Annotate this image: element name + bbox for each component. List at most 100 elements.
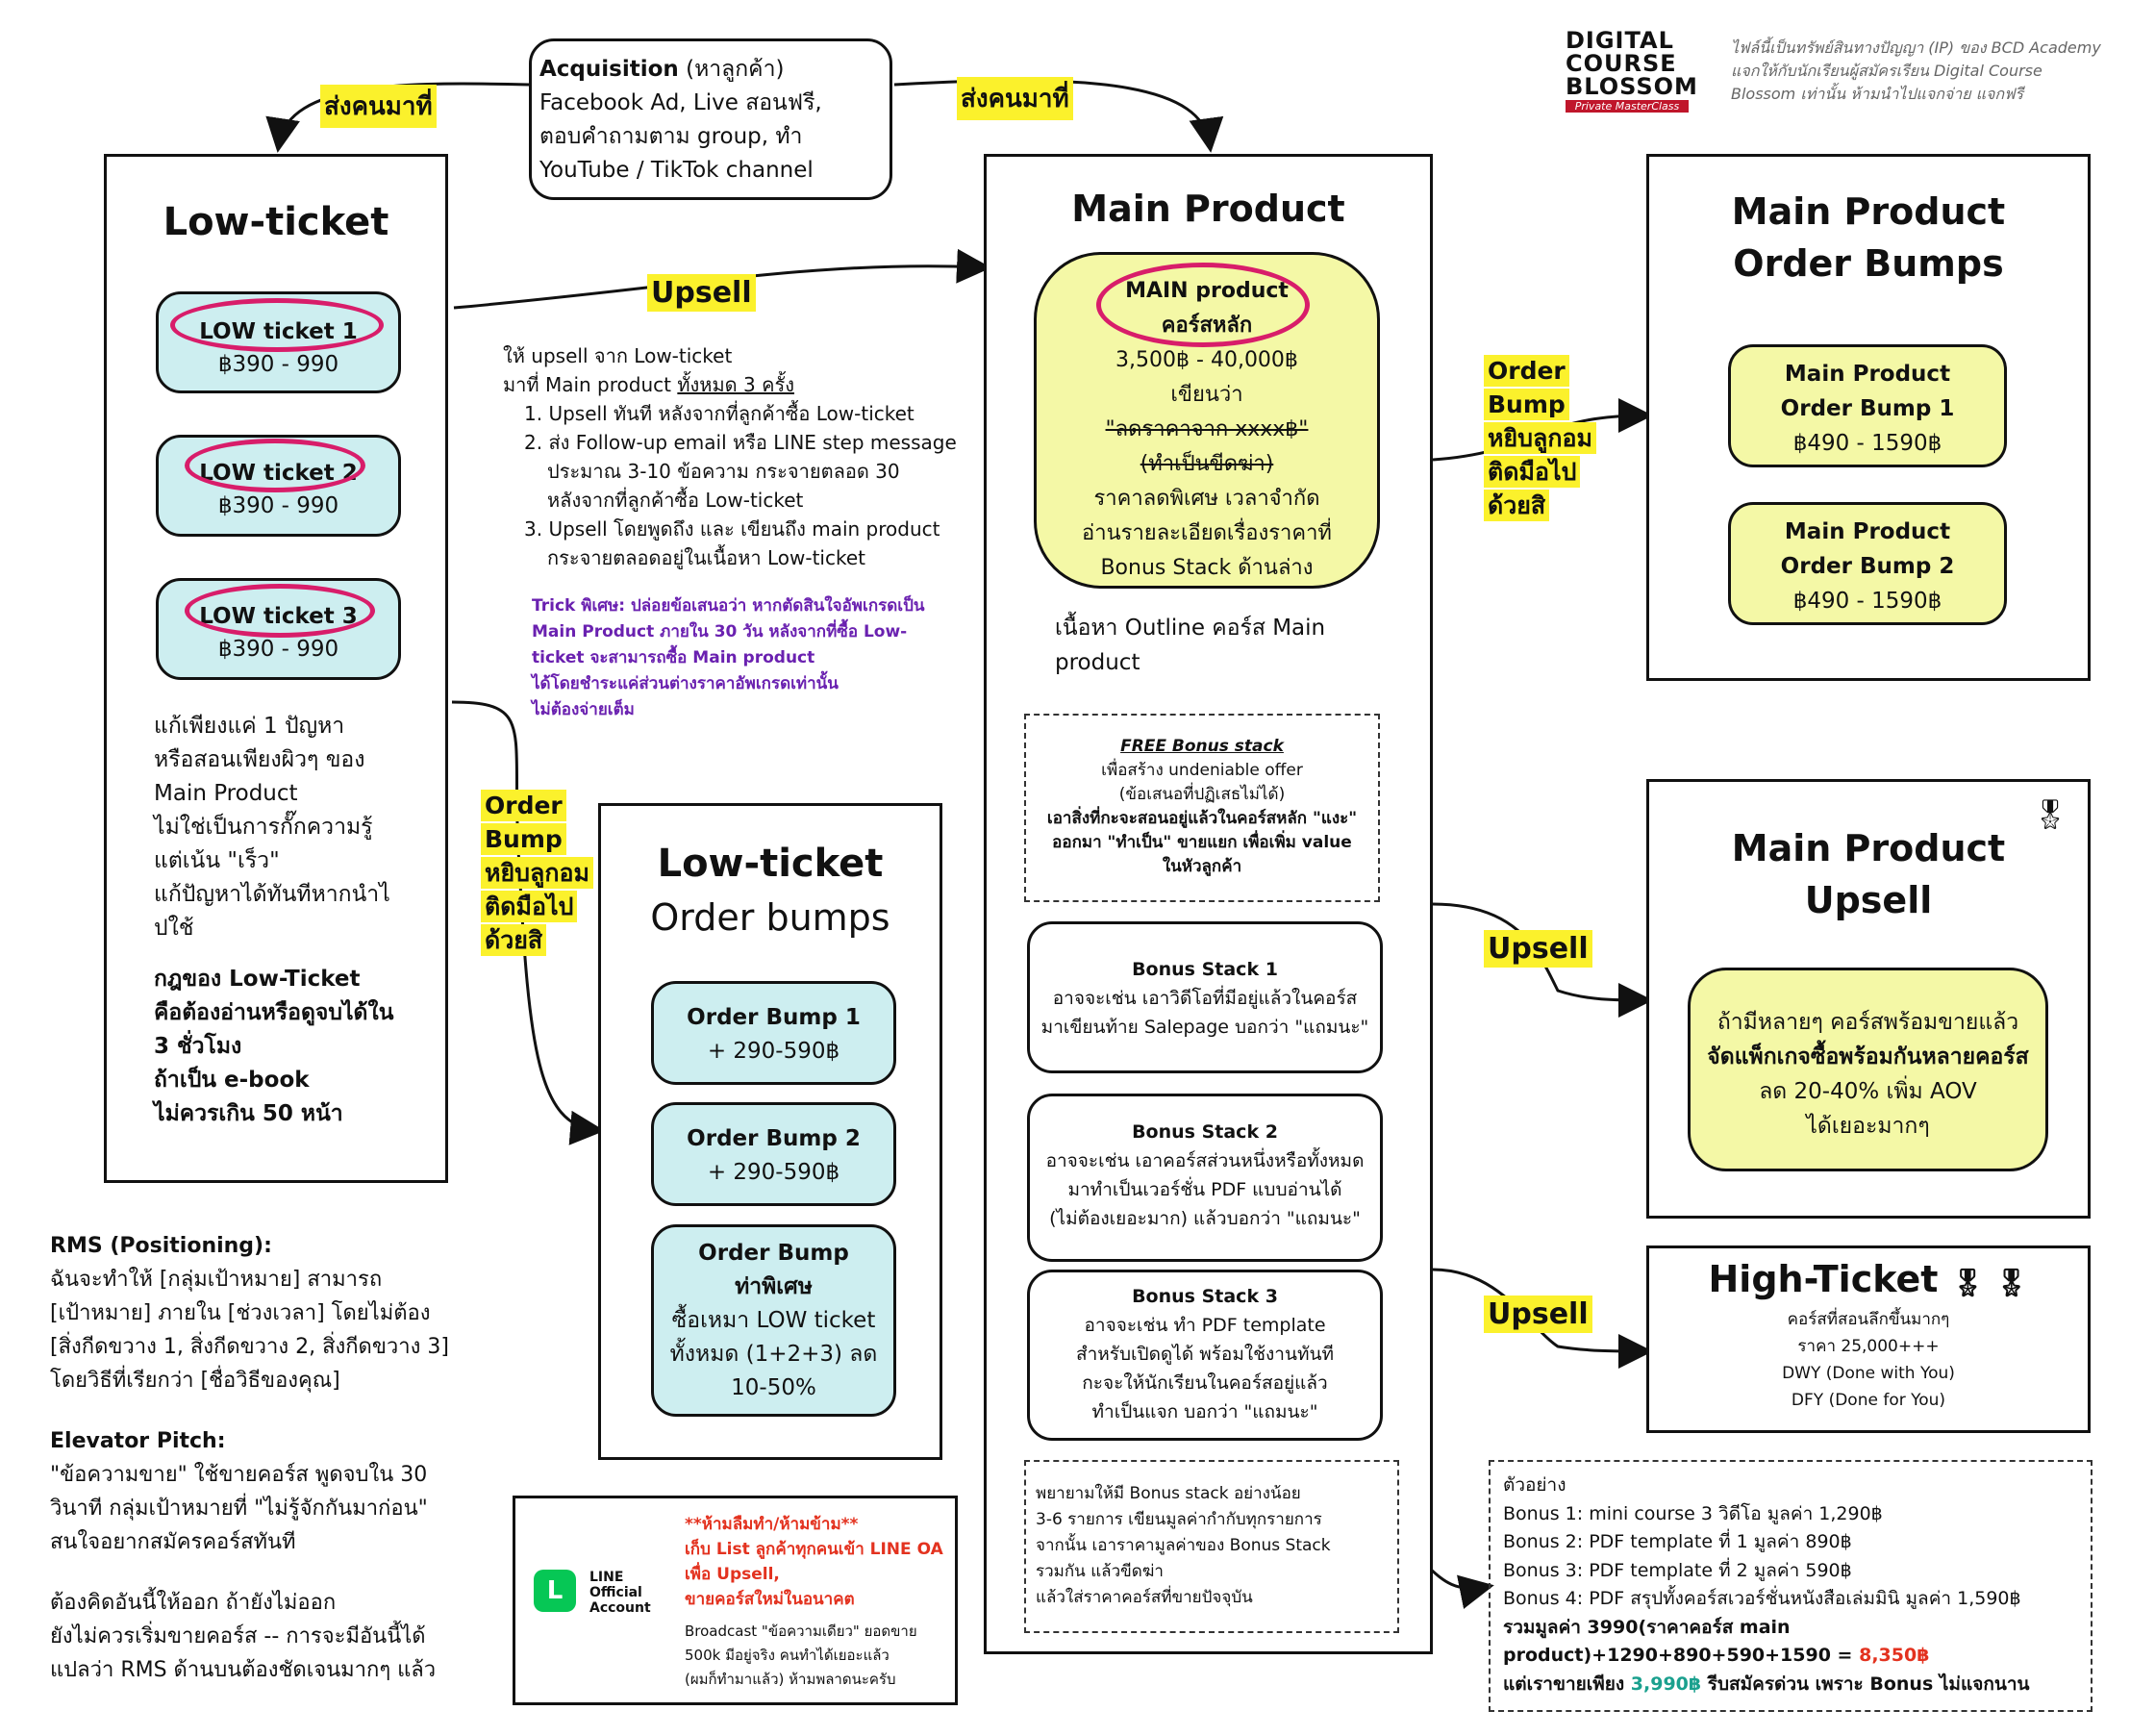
example-line: Bonus 3: PDF template ที่ 2 มูลค่า 590฿: [1503, 1559, 1852, 1581]
main-product-strike-note: (ทำเป็นขีดฆ่า): [1140, 452, 1274, 476]
high-ticket-details: คอร์สที่สอนลึกขึ้นมากๆ ราคา 25,000+++ DW…: [1646, 1306, 2091, 1414]
example-final: แต่เราขายเพียง: [1503, 1673, 1631, 1695]
brand-logo: DIGITAL COURSE BLOSSOM Private MasterCla…: [1566, 29, 1710, 113]
main-upsell-title: Main Product Upsell: [1646, 822, 2091, 926]
acquisition-title: Acquisition: [539, 57, 679, 82]
free-bonus-line: เพื่อสร้าง undeniable offer: [1101, 761, 1303, 780]
upsell-note-item: Upsell โดยพูดถึง และ เขียนถึง main produ…: [548, 517, 940, 541]
example-line: Bonus 1: mini course 3 วิดีโอ มูลค่า 1,2…: [1503, 1502, 1883, 1524]
upsell-note-item: ส่ง Follow-up email หรือ LINE step messa…: [548, 431, 957, 454]
rms-line: โดยวิธีที่เรียกว่า [ชื่อวิธีของคุณ]: [50, 1369, 340, 1393]
trick-line: ticket จะสามารถซื้อ Main product: [532, 648, 815, 667]
main-order-bump-1: Main Product Order Bump 1 ฿490 - 1590฿: [1728, 344, 2007, 467]
list-num: 3.: [524, 517, 543, 541]
low-ticket-rule-line: ถ้าเป็น e-book: [154, 1068, 310, 1093]
line-logo-line: LINE: [589, 1570, 624, 1585]
ip-notice: ไฟล์นี้เป็นทรัพย์สินทางปัญญา (IP) ของ BC…: [1731, 37, 2116, 106]
low-ticket-desc-line: Main Product: [154, 781, 298, 806]
bonus-stack-2-line: อาจจะเช่น เอาคอร์สส่วนหนึ่งหรือทั้งหมด: [1045, 1150, 1365, 1171]
main-upsell-line: ได้เยอะมากๆ: [1806, 1114, 1930, 1139]
outline-line: product: [1055, 650, 1140, 675]
lt-order-bump-2-name: Order Bump 2: [687, 1126, 861, 1151]
trick-note: Trick พิเศษ: ปล่อยข้อเสนอว่า หากตัดสินใจ…: [532, 593, 984, 723]
bonus-stack-tip: พยายามให้มี Bonus stack อย่างน้อย 3-6 รา…: [1024, 1460, 1399, 1633]
main-upsell-line: จัดแพ็กเกจซื้อพร้อมกันหลายคอร์ส: [1707, 1044, 2029, 1069]
low-ticket-bumps-subtitle: Order bumps: [650, 896, 890, 939]
tip-line: จากนั้น เอาราคามูลค่าของ Bonus Stack: [1036, 1536, 1331, 1555]
high-ticket-line: DFY (Done for You): [1791, 1391, 1946, 1410]
high-ticket-line: DWY (Done with You): [1782, 1364, 1955, 1383]
main-product-title: Main Product: [1071, 188, 1345, 230]
low-ticket-desc-line: หรือสอนเพียงผิวๆ ของ: [154, 747, 365, 772]
logo-line-2: COURSE: [1566, 50, 1677, 77]
main-order-bump-1-line: Order Bump 1: [1780, 396, 1955, 421]
example-line: Bonus 4: PDF สรุปทั้งคอร์สเวอร์ชั่นหนังส…: [1503, 1588, 2021, 1609]
line-oa-warning-line: ขายคอร์สใหม่ในอนาคต: [685, 1590, 855, 1609]
trick-line: Main Product ภายใน 30 วัน หลังจากที่ซื้อ…: [532, 622, 908, 642]
must-line: ต้องคิดอันนี้ให้ออก ถ้ายังไม่ออก: [50, 1591, 337, 1615]
medal-icon: 🎖: [2032, 798, 2069, 832]
low-ticket-1-price: ฿390 - 990: [217, 352, 339, 377]
main-bumps-title-line: Order Bumps: [1733, 242, 2004, 285]
upsell-note-item: กระจายตลอดอยู่ในเนื้อหา Low-ticket: [547, 546, 865, 569]
main-product-outline: เนื้อหา Outline คอร์ส Main product: [1055, 611, 1401, 680]
bonus-stack-1-line: อาจจะเช่น เอาวิดีโอที่มีอยู่แล้วในคอร์ส: [1052, 988, 1358, 1009]
lt-order-bump-special-line: Order Bump: [698, 1241, 849, 1266]
low-ticket-2-price: ฿390 - 990: [217, 493, 339, 518]
main-product-price: 3,500฿ - 40,000฿: [1115, 348, 1298, 372]
rms-line: [เป้าหมาย] ภายใน [ช่วงเวลา] โดยไม่ต้อง: [50, 1301, 431, 1325]
main-order-bump-2: Main Product Order Bump 2 ฿490 - 1590฿: [1728, 502, 2007, 625]
bonus-stack-2-line: (ไม่ต้องเยอะมาก) แล้วบอกว่า "แถมนะ": [1049, 1208, 1361, 1229]
line-oa-warning: **ห้ามลืมทำ/ห้ามข้าม** เก็บ List ลูกค้าท…: [685, 1512, 954, 1612]
main-order-bump-2-price: ฿490 - 1590฿: [1792, 589, 1942, 614]
bonus-stack-2-title: Bonus Stack 2: [1132, 1121, 1278, 1143]
free-bonus-line: (ข้อเสนอที่ปฏิเสธไม่ได้): [1118, 785, 1286, 804]
main-product-special: อ่านรายละเอียดเรื่องราคาที่: [1082, 521, 1332, 545]
lt-order-bump-special-line: 10-50%: [731, 1375, 816, 1400]
outline-line: เนื้อหา Outline คอร์ส Main: [1055, 616, 1326, 641]
main-upsell-line: ถ้ามีหลายๆ คอร์สพร้อมขายแล้ว: [1717, 1010, 2019, 1035]
tip-line: รวมกัน แล้วขีดฆ่า: [1036, 1562, 1164, 1581]
line-oa-note-line: (ผมก็ทำมาแล้ว) ห้ามพลาดนะครับ: [685, 1671, 896, 1688]
upsell-note-item: หลังจากที่ลูกค้าซื้อ Low-ticket: [547, 489, 804, 512]
free-bonus-bold-line: ในหัวลูกค้า: [1162, 857, 1242, 876]
bonus-stack-3-line: สำหรับเปิดดูได้ พร้อมใช้งานทันที: [1075, 1344, 1335, 1365]
acquisition-line: ตอบคำถามตาม group, ทำ: [539, 124, 803, 149]
label-upsell-right-1: Upsell: [1484, 930, 1592, 968]
low-ticket-rule-line: คือต้องอ่านหรือดูจบได้ใน: [154, 1000, 394, 1025]
ip-notice-line: Blossom เท่านั้น ห้ามนำไปแจกจ่าย แจกฟรี: [1731, 85, 2023, 103]
high-ticket-line: ราคา 25,000+++: [1797, 1337, 1940, 1356]
logo-ribbon: Private MasterClass: [1566, 100, 1689, 113]
rms-section: RMS (Positioning): ฉันจะทำให้ [กลุ่มเป้า…: [50, 1229, 531, 1687]
medal-icon: 🎖 🎖: [1950, 1267, 2029, 1298]
logo-line-3: BLOSSOM: [1566, 73, 1698, 100]
line-oa-warning-line: **ห้ามลืมทำ/ห้ามข้าม**: [685, 1515, 859, 1534]
elevator-line: วินาที กลุ่มเป้าหมายที่ "ไม่รู้จักกันมาก…: [50, 1497, 428, 1521]
example-line: Bonus 2: PDF template ที่ 1 มูลค่า 890฿: [1503, 1531, 1852, 1552]
line-oa-note-line: Broadcast "ข้อความเดียว" ยอดขาย: [685, 1623, 917, 1640]
label-send-left: ส่งคนมาที่: [320, 85, 437, 128]
line-oa-note: Broadcast "ข้อความเดียว" ยอดขาย 500k มีอ…: [685, 1620, 954, 1692]
high-ticket-panel: [1646, 1245, 2091, 1433]
elevator-line: สนใจอยากสมัครคอร์สทันที: [50, 1530, 296, 1554]
main-upsell-line: ลด 20-40% เพิ่ม AOV: [1759, 1079, 1977, 1104]
low-ticket-rule-line: กฎของ Low-Ticket: [154, 967, 361, 992]
free-bonus-bold-line: ออกมา "ทำเป็น" ขายแยก เพื่อเพิ่ม value: [1052, 833, 1352, 852]
main-upsell-box: ถ้ามีหลายๆ คอร์สพร้อมขายแล้ว จัดแพ็กเกจซ…: [1688, 968, 2048, 1171]
line-oa-note-line: 500k มีอยู่จริง คนทำได้เยอะแล้ว: [685, 1647, 890, 1664]
upsell-note-item: Upsell ทันที หลังจากที่ลูกค้าซื้อ Low-ti…: [548, 402, 915, 425]
lt-order-bump-1-price: + 290-590฿: [707, 1039, 840, 1064]
elevator-title: Elevator Pitch:: [50, 1429, 226, 1453]
main-bumps-title: Main Product Order Bumps: [1646, 186, 2091, 289]
main-product-strike-price: "ลดราคาจาก xxxx฿": [1105, 417, 1309, 441]
line-logo-text: LINE Official Account: [589, 1570, 651, 1616]
low-ticket-rule-line: ไม่ควรเกิน 50 หน้า: [154, 1101, 343, 1126]
line-oa-warning-line: เพื่อ Upsell,: [685, 1565, 780, 1584]
example-final-price: 3,990฿: [1630, 1673, 1702, 1695]
low-ticket-desc: แก้เพียงแค่ 1 ปัญหา หรือสอนเพียงผิวๆ ของ…: [154, 710, 442, 1131]
upsell-note: ให้ upsell จาก Low-ticket มาที่ Main pro…: [503, 341, 965, 572]
order-bump-label-line: ติดมือไป: [1484, 456, 1581, 488]
lt-order-bump-special-line: ท่าพิเศษ: [735, 1274, 813, 1299]
line-logo-line: Account: [589, 1600, 651, 1616]
bonus-stack-3: Bonus Stack 3 อาจจะเช่น ทำ PDF template …: [1027, 1270, 1383, 1441]
